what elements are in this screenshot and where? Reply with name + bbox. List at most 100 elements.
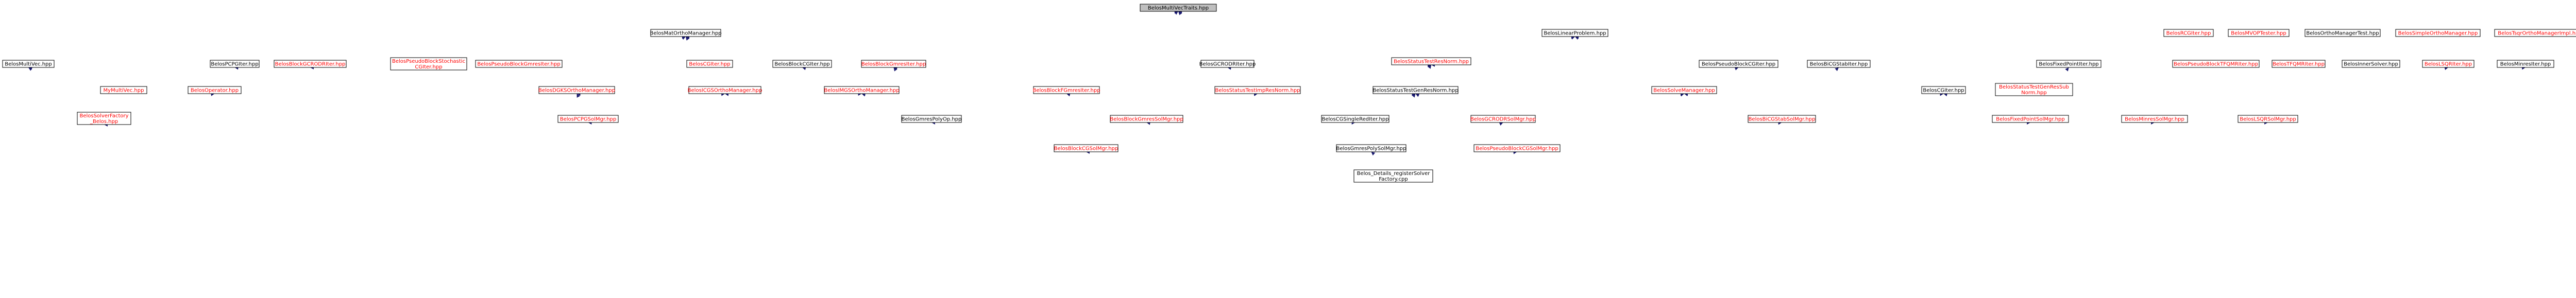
graph-node-statustestresnorm[interactable]: BelosStatusTestResNorm.hpp bbox=[1391, 57, 1471, 65]
dependency-edge bbox=[1066, 94, 1147, 115]
graph-nodes: BelosMultiVecTraits.hppBelosMatOrthoMana… bbox=[2, 4, 2576, 183]
graph-node-imgsortho[interactable]: BelosIMGSOrthoManager.hpp bbox=[824, 86, 900, 94]
graph-node-orthomgr[interactable]: BelosMatOrthoManager.hpp bbox=[650, 29, 722, 37]
node-box bbox=[650, 29, 721, 37]
graph-node-solverfactorybelos[interactable]: BelosSolverFactory_Belos.hpp bbox=[77, 112, 131, 125]
dependency-edge bbox=[1066, 11, 1178, 86]
node-label: BelosMinresSolMgr.hpp bbox=[2125, 117, 2184, 122]
graph-node-minresiter[interactable]: BelosMinresIter.hpp bbox=[2497, 60, 2554, 68]
dependency-edge bbox=[894, 37, 1575, 60]
graph-node-cgsinglered[interactable]: BelosCGSingleRedIter.hpp bbox=[1321, 115, 1389, 123]
graph-node-blockcgsolmgr[interactable]: BelosBlockCGSolMgr.hpp bbox=[1054, 144, 1118, 152]
dependency-edge bbox=[28, 67, 104, 112]
dependency-edge bbox=[1178, 11, 2259, 29]
dependency-edge bbox=[1178, 11, 1258, 86]
graph-node-cgiterhpp[interactable]: BelosCGIter.hpp bbox=[1921, 86, 1966, 94]
node-label: BelosStatusTestImpResNorm.hpp bbox=[1215, 88, 1300, 94]
graph-node-simpleortho[interactable]: BelosSimpleOrthoManager.hpp bbox=[2395, 29, 2481, 37]
node-box bbox=[1372, 86, 1459, 94]
node-label: Factory.cpp bbox=[1379, 177, 1408, 182]
graph-node-fixedpointsolmgr[interactable]: BelosFixedPointSolMgr.hpp bbox=[1992, 115, 2069, 123]
graph-node-lsqriter[interactable]: BelosLSQRIter.hpp bbox=[2422, 60, 2475, 68]
graph-node-mvoptester[interactable]: BelosMVOPTester.hpp bbox=[2228, 29, 2290, 37]
graph-node-pcpgsolmgr[interactable]: BelosPCPGSolMgr.hpp bbox=[557, 115, 619, 123]
graph-node-minressolmgr[interactable]: BelosMinresSolMgr.hpp bbox=[2121, 115, 2188, 123]
dependency-edge bbox=[1503, 94, 1685, 115]
node-label: BelosBlockGCRODRIter.hpp bbox=[275, 62, 346, 67]
graph-node-pcpgiter[interactable]: BelosPCPGIter.hpp bbox=[210, 60, 260, 68]
graph-node-bicgstabiter[interactable]: BelosBiCGStabIter.hpp bbox=[1807, 60, 1871, 68]
node-label: BelosDGKSOrthoManager.hpp bbox=[538, 88, 615, 94]
graph-node-gcrodrsolmgr[interactable]: BelosGCRODRSolMgr.hpp bbox=[1470, 115, 1536, 123]
node-box bbox=[1470, 115, 1536, 123]
dependency-edge bbox=[429, 37, 686, 58]
graph-node-pseudoblockcgsolmgr[interactable]: BelosPseudoBlockCGSolMgr.hpp bbox=[1473, 144, 1561, 152]
node-label: BelosFixedPointIter.hpp bbox=[2039, 62, 2098, 67]
node-box bbox=[2238, 115, 2298, 123]
node-box bbox=[2342, 60, 2400, 68]
node-box bbox=[2228, 29, 2290, 37]
dependency-edge bbox=[802, 67, 1086, 145]
graph-node-mymultivec[interactable]: MyMultiVec.hpp bbox=[100, 86, 147, 94]
dependency-edge bbox=[1575, 37, 1739, 60]
graph-node-gcrodriter[interactable]: BelosGCRODRIter.hpp bbox=[1199, 60, 1256, 68]
dependency-edge bbox=[931, 122, 1371, 145]
graph-node-orthomgrtest[interactable]: BelosOrthoManagerTest.hpp bbox=[2304, 29, 2381, 37]
dependency-edge bbox=[1147, 94, 1258, 115]
graph-node-root[interactable]: BelosMultiVecTraits.hpp bbox=[1140, 4, 1217, 12]
dependency-edge bbox=[588, 94, 1685, 115]
graph-node-tsqrortho[interactable]: BelosTsqrOrthoManagerImpl.hpp bbox=[2494, 29, 2576, 37]
graph-node-lsqrsolmgr[interactable]: BelosLSQRSolMgr.hpp bbox=[2238, 115, 2298, 123]
graph-node-linearproblem[interactable]: BelosLinearProblem.hpp bbox=[1541, 29, 1608, 37]
graph-node-cgiter[interactable]: BelosCGIter.hpp bbox=[686, 60, 733, 68]
node-label: BelosBlockCGIter.hpp bbox=[774, 62, 829, 67]
graph-node-bicgstabsolmgr[interactable]: BelosBiCGStabSolMgr.hpp bbox=[1748, 115, 1816, 123]
graph-node-blockgmressolmgr[interactable]: BelosBlockGmresSolMgr.hpp bbox=[1110, 115, 1183, 123]
graph-node-pseudoblockgmres[interactable]: BelosPseudoBlockGmresIter.hpp bbox=[475, 60, 563, 68]
node-label: BelosPseudoBlockGmresIter.hpp bbox=[477, 62, 560, 67]
node-label: BelosBlockGmresSolMgr.hpp bbox=[1110, 117, 1183, 122]
node-label: BelosBlockGmresIter.hpp bbox=[861, 62, 926, 67]
node-label: Belos_Details_registerSolver bbox=[1357, 171, 1431, 177]
graph-node-gmrespolyop[interactable]: BelosGmresPolyOp.hpp bbox=[901, 115, 962, 123]
dependency-edge bbox=[235, 37, 686, 60]
graph-node-statustestgenres[interactable]: BelosStatusTestGenResNorm.hpp bbox=[1372, 86, 1459, 94]
dependency-edge bbox=[577, 94, 1087, 145]
graph-node-rcgiter[interactable]: BelosRCGIter.hpp bbox=[2163, 29, 2214, 37]
dependency-edge bbox=[519, 11, 1178, 60]
dependency-edge bbox=[1178, 11, 1944, 86]
graph-node-blockgcrodr[interactable]: BelosBlockGCRODRIter.hpp bbox=[274, 60, 347, 68]
dependency-edge bbox=[1178, 11, 2189, 29]
graph-node-fixedpointiter[interactable]: BelosFixedPointIter.hpp bbox=[2036, 60, 2102, 68]
graph-node-solvemanager[interactable]: BelosSolveManager.hpp bbox=[1651, 86, 1717, 94]
graph-node-dgksortho[interactable]: BelosDGKSOrthoManager.hpp bbox=[538, 86, 615, 94]
node-label: BelosSolveManager.hpp bbox=[1653, 88, 1715, 94]
graph-node-blockcgiter[interactable]: BelosBlockCGIter.hpp bbox=[772, 60, 832, 68]
node-box bbox=[538, 86, 615, 94]
dependency-edge bbox=[1147, 94, 1685, 115]
node-label: BelosBiCGStabSolMgr.hpp bbox=[1749, 117, 1816, 122]
dependency-edge bbox=[104, 94, 215, 112]
dependency-edge bbox=[931, 37, 1575, 115]
graph-node-pseudoblocktfqmr[interactable]: BelosPseudoBlockTFQMRIter.hpp bbox=[2172, 60, 2260, 68]
graph-node-gmrespolysolmgr[interactable]: BelosGmresPolySolMgr.hpp bbox=[1336, 144, 1406, 152]
dependency-edge bbox=[1178, 11, 1839, 60]
node-box bbox=[2163, 29, 2214, 37]
dependency-edge bbox=[588, 94, 1416, 115]
graph-node-multivec[interactable]: BelosMultiVec.hpp bbox=[2, 60, 55, 68]
graph-node-blockfgmres[interactable]: BelosBlockFGmresIter.hpp bbox=[1032, 86, 1100, 94]
graph-node-operator[interactable]: BelosOperator.hpp bbox=[188, 86, 242, 94]
dependency-edge bbox=[1355, 37, 1575, 115]
graph-node-innersolver[interactable]: BelosInnerSolver.hpp bbox=[2342, 60, 2400, 68]
graph-node-tfqmriter[interactable]: BelosTFQMRIter.hpp bbox=[2272, 60, 2326, 68]
edge-arrowhead bbox=[2065, 67, 2069, 72]
node-box bbox=[1054, 144, 1118, 152]
graph-node-pseudoblockcg[interactable]: BelosPseudoBlockCGIter.hpp bbox=[1699, 60, 1778, 68]
node-label: BelosStatusTestGenResNorm.hpp bbox=[1372, 88, 1458, 94]
graph-node-statustestimpres[interactable]: BelosStatusTestImpResNorm.hpp bbox=[1214, 86, 1301, 94]
graph-node-blockgmresiter[interactable]: BelosBlockGmresIter.hpp bbox=[861, 60, 926, 68]
graph-node-icgsortho[interactable]: BelosICGSOrthoManager.hpp bbox=[688, 86, 762, 94]
